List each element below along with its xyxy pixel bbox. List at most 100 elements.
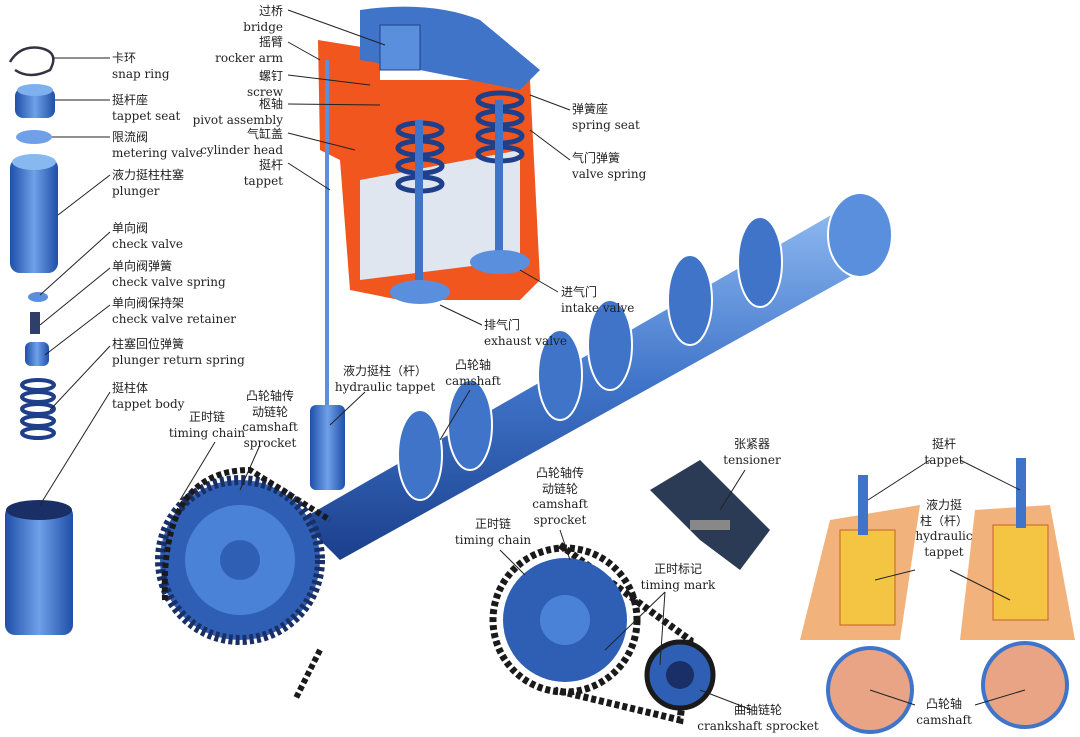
- label-en: screw: [247, 84, 283, 99]
- label-en: bridge: [243, 19, 283, 34]
- label-zh: 过桥: [258, 4, 283, 18]
- label-en: tappet: [243, 173, 283, 188]
- label-en: tensioner: [723, 452, 781, 467]
- label-zh: 挺杆: [258, 158, 283, 172]
- label-zh: 挺杆: [931, 437, 957, 451]
- label-zh: 正时链: [188, 410, 225, 424]
- label-hydraulic-tappet: 液力挺柱（杆）hydraulic tappet: [335, 364, 435, 395]
- label-zh: 凸轮轴传: [245, 389, 294, 403]
- tensioner-shape: [650, 460, 770, 570]
- camshaft-sprocket-left: [155, 475, 325, 645]
- label-en: rocker arm: [215, 50, 283, 65]
- label-en: sprocket: [533, 512, 587, 527]
- label-en: timing chain: [454, 532, 532, 547]
- label-en: snap ring: [112, 66, 170, 81]
- label-zh: 液力挺柱柱塞: [112, 168, 185, 182]
- tappet-cross-sections: [800, 458, 1075, 734]
- label-zh: 螺钉: [258, 69, 283, 83]
- timing-chain-left: [161, 466, 332, 702]
- label-en: pivot assembly: [192, 112, 283, 127]
- label-en: exhaust valve: [484, 333, 567, 348]
- label-zh: 凸轮轴: [454, 358, 491, 372]
- label-zh: 枢轴: [258, 97, 283, 111]
- label-zh: 限流阀: [112, 130, 149, 144]
- label-zh: 气缸盖: [246, 127, 283, 141]
- label-en: crankshaft sprocket: [697, 718, 819, 733]
- label-en: check valve: [112, 236, 184, 251]
- metering-valve-part: [16, 130, 52, 144]
- label-en: tappet body: [112, 396, 185, 411]
- label-en: valve spring: [572, 166, 647, 181]
- plunger-return-spring-part: [20, 378, 56, 440]
- label-zh: 气门弹簧: [572, 151, 621, 165]
- label-zh: 曲轴链轮: [733, 703, 783, 717]
- hydraulic-tappet-shape: [310, 405, 345, 490]
- label-en: camshaft: [445, 373, 501, 388]
- label-en: spring seat: [572, 117, 640, 132]
- tappet-seat-part: [15, 84, 55, 118]
- label-en: check valve retainer: [112, 311, 237, 326]
- label-zh: 单向阀: [112, 221, 149, 235]
- label-zh: 单向阀弹簧: [112, 259, 173, 273]
- label-zh: 正时链: [474, 517, 511, 531]
- label-en: tappet: [924, 452, 964, 467]
- label-zh: 单向阀保持架: [112, 296, 185, 310]
- label-zh: 摇臂: [258, 35, 283, 49]
- label-zh: 动链轮: [541, 481, 578, 496]
- label-en: hydraulic tappet: [334, 379, 436, 394]
- label-zh: 弹簧座: [572, 102, 609, 116]
- label-en: tappet seat: [112, 108, 181, 123]
- label-en: timing chain: [168, 425, 246, 440]
- check-valve-spring-part: [30, 312, 40, 334]
- check-valve-retainer-part: [25, 342, 49, 366]
- label-zh: 柱（杆）: [919, 513, 968, 528]
- tappet-body-part: [5, 500, 73, 635]
- plunger-part: [10, 154, 58, 273]
- label-zh: 进气门: [561, 285, 598, 299]
- label-zh: 凸轮轴: [925, 697, 962, 711]
- check-valve-part: [28, 292, 48, 302]
- label-en: check valve spring: [112, 274, 226, 289]
- label-en: camshaft: [532, 497, 588, 511]
- label-zh: 挺柱体: [112, 381, 149, 395]
- label-en: hydraulic: [915, 529, 973, 543]
- label-en: plunger return spring: [112, 352, 245, 367]
- label-zh: 柱塞回位弹簧: [112, 337, 185, 351]
- label-zh: 排气门: [484, 318, 521, 332]
- label-zh: 挺杆座: [112, 93, 149, 107]
- camshaft-shape: [300, 192, 893, 560]
- label-zh: 动链轮: [251, 404, 288, 419]
- label-en: camshaft: [916, 712, 972, 727]
- label-en: sprocket: [243, 435, 297, 450]
- label-zh: 凸轮轴传: [535, 466, 584, 480]
- label-zh: 正时标记: [653, 562, 702, 576]
- label-zh: 张紧器: [733, 437, 771, 451]
- label-zh: 卡环: [112, 51, 137, 65]
